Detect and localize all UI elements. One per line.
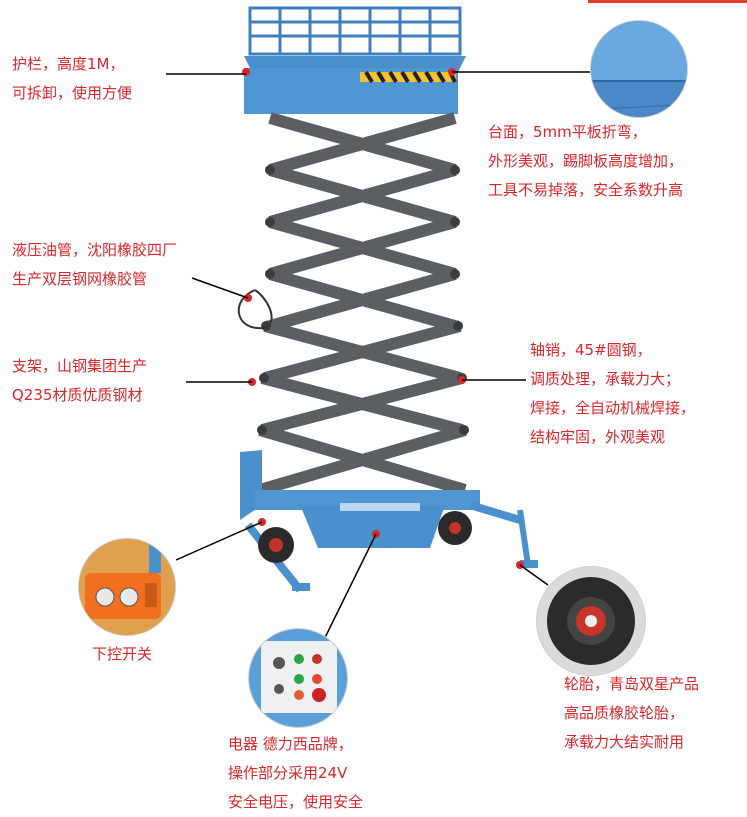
label-pin-line-2: 调质处理，承载力大； <box>530 370 681 388</box>
base-chassis <box>240 450 538 593</box>
label-hose-line-1: 液压油管，沈阳橡胶四厂 <box>12 241 178 259</box>
label-bracket-line-2: Q235材质优质钢材 <box>12 386 143 404</box>
label-electrical-line-1: 电器 德力西品牌， <box>228 735 353 753</box>
tire-detail-circle <box>536 566 646 676</box>
hydraulic-hose <box>237 289 273 330</box>
pendant-switch-circle <box>78 538 176 636</box>
platform-detail-circle <box>590 20 688 118</box>
label-tire-line-3: 承载力大结实耐用 <box>564 733 685 751</box>
label-hose-line-2: 生产双层钢网橡胶管 <box>12 270 148 288</box>
top-accent-bar <box>588 0 747 3</box>
label-pin-line-3: 焊接，全自动机械焊接， <box>530 399 696 417</box>
label-electrical: 电器 德力西品牌， 操作部分采用24V 安全电压，使用安全 <box>228 730 363 817</box>
label-pin-line-1: 轴销，45#圆钢， <box>530 341 652 359</box>
platform-deck <box>244 56 466 114</box>
guardrail <box>248 6 462 56</box>
label-bracket-line-1: 支架，山钢集团生产 <box>12 357 148 375</box>
label-electrical-line-3: 安全电压，使用安全 <box>228 793 364 811</box>
scissor-arms <box>258 112 467 496</box>
label-control-switch: 下控开关 <box>92 640 152 669</box>
label-platform: 台面，5mm平板折弯， 外形美观，踢脚板高度增加， 工具不易掉落，安全系数升高 <box>488 118 683 205</box>
label-bracket: 支架，山钢集团生产 Q235材质优质钢材 <box>12 352 147 410</box>
label-platform-line-2: 外形美观，踢脚板高度增加， <box>488 152 684 170</box>
label-guardrail: 护栏，高度1M， 可拆卸，使用方便 <box>12 50 132 108</box>
label-pin-line-4: 结构牢固，外观美观 <box>530 428 666 446</box>
label-pin: 轴销，45#圆钢， 调质处理，承载力大； 焊接，全自动机械焊接， 结构牢固，外观… <box>530 336 695 452</box>
label-tire: 轮胎，青岛双星产品 高品质橡胶轮胎， 承载力大结实耐用 <box>564 670 699 757</box>
label-guardrail-line-1: 护栏，高度1M， <box>12 55 125 73</box>
base-wheels <box>258 511 472 563</box>
label-tire-line-1: 轮胎，青岛双星产品 <box>564 675 700 693</box>
label-hose: 液压油管，沈阳橡胶四厂 生产双层钢网橡胶管 <box>12 236 177 294</box>
label-platform-line-1: 台面，5mm平板折弯， <box>488 123 647 141</box>
label-platform-line-3: 工具不易掉落，安全系数升高 <box>488 181 684 199</box>
label-tire-line-2: 高品质橡胶轮胎， <box>564 704 685 722</box>
label-control-switch-line-1: 下控开关 <box>92 645 153 663</box>
label-guardrail-line-2: 可拆卸，使用方便 <box>12 84 133 102</box>
control-panel-circle <box>248 628 348 728</box>
label-electrical-line-2: 操作部分采用24V <box>228 764 348 782</box>
